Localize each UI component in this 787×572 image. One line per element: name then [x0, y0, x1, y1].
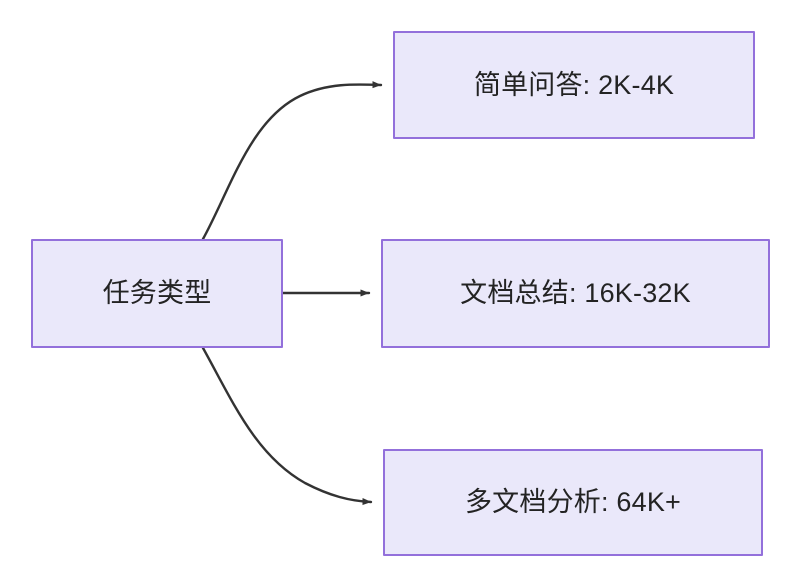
edge-root-to-simple-qa [201, 81, 383, 241]
node-multi-doc-analysis[interactable]: 多文档分析: 64K+ [383, 449, 763, 556]
node-doc-summary[interactable]: 文档总结: 16K-32K [381, 239, 770, 348]
node-task-type-label: 任务类型 [102, 278, 212, 309]
node-simple-qa[interactable]: 简单问答: 2K-4K [393, 31, 755, 139]
node-simple-qa-label: 简单问答: 2K-4K [473, 69, 675, 100]
node-doc-summary-label: 文档总结: 16K-32K [460, 278, 691, 309]
node-multi-doc-analysis-label: 多文档分析: 64K+ [464, 487, 681, 518]
edge-root-to-multi-doc [201, 346, 373, 506]
node-task-type[interactable]: 任务类型 [31, 239, 283, 348]
